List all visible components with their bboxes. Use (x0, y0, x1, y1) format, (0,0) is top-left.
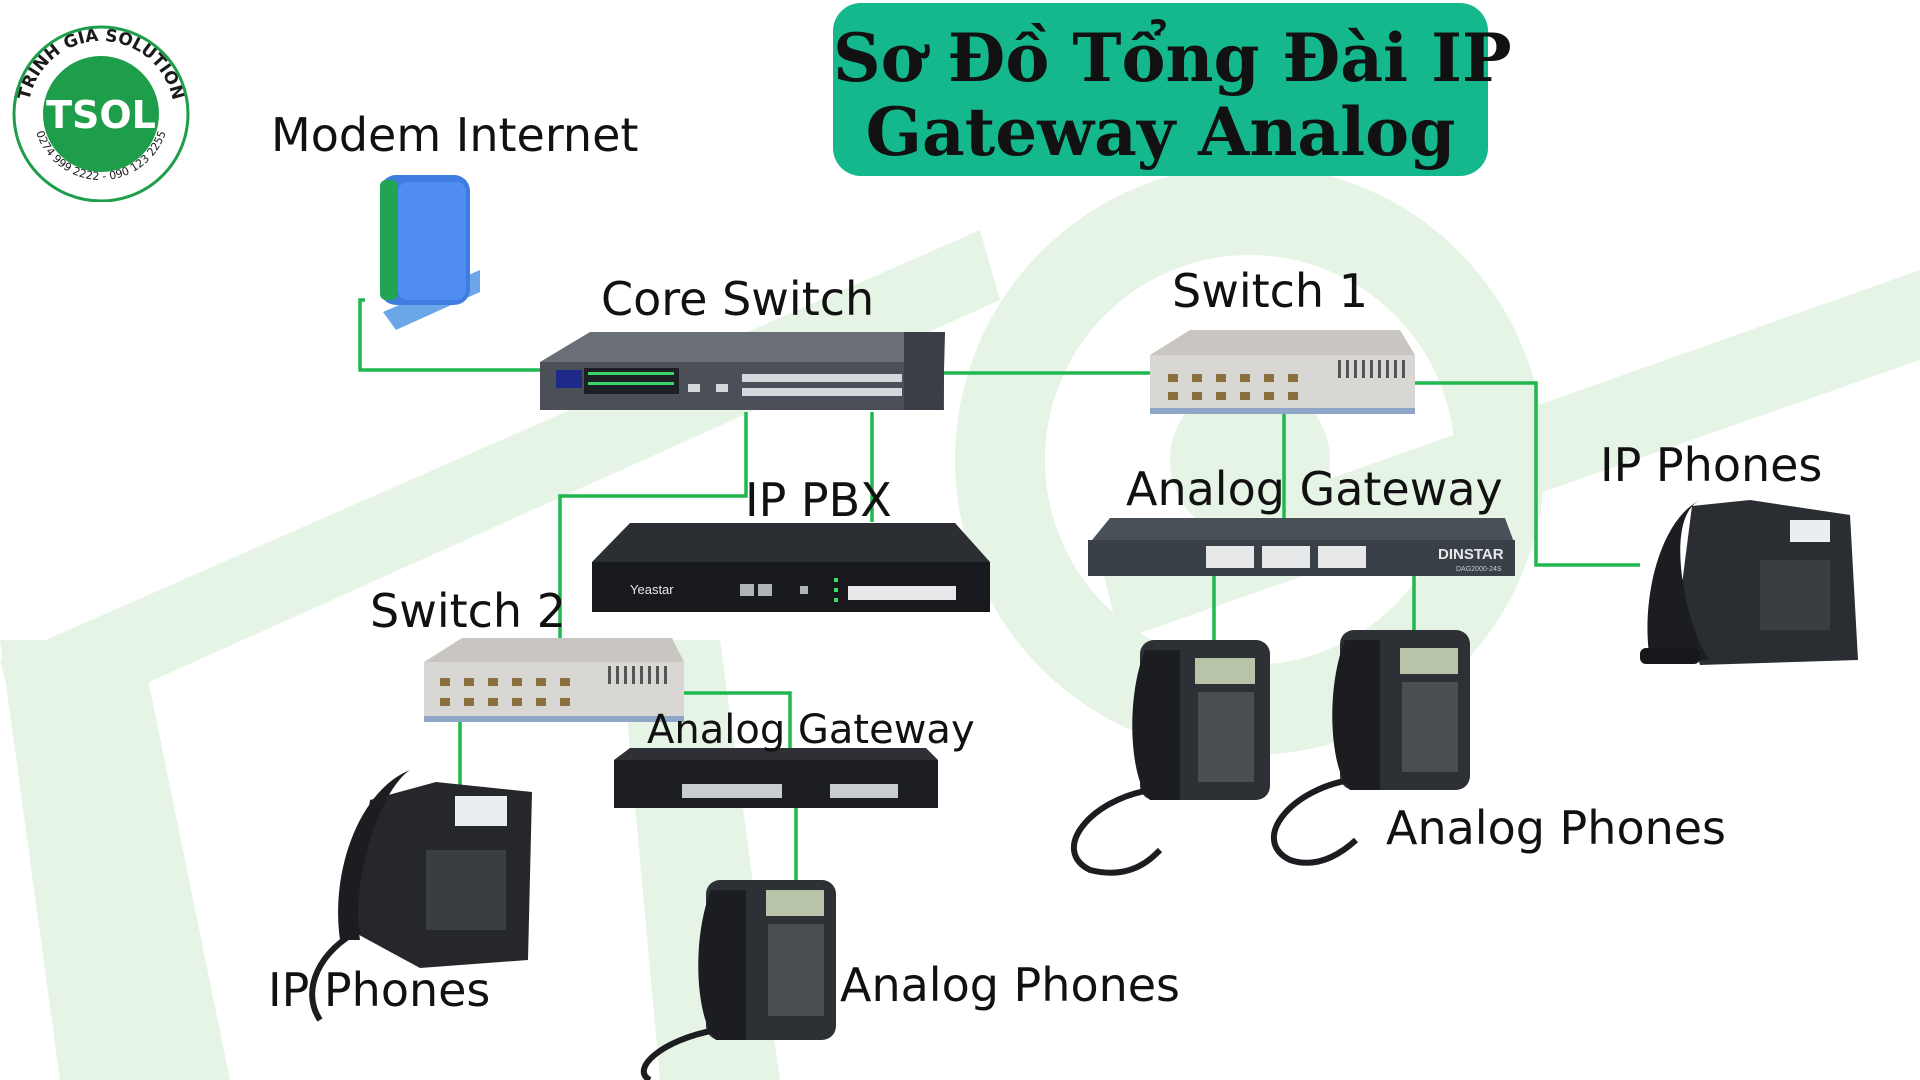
title-line-2: Gateway Analog (865, 93, 1456, 171)
links (358, 298, 1640, 882)
watermark (0, 165, 1920, 1080)
modem-device (380, 175, 480, 330)
analog-phone-right2-device (1270, 630, 1470, 866)
analog-phones-bottom-label: Analog Phones (840, 958, 1181, 1012)
switch2-device (424, 638, 684, 722)
title-banner: Sơ Đồ Tổng Đài IP Gateway Analog (833, 3, 1512, 176)
ip-phone-right-device (1640, 500, 1858, 665)
ip-pbx-device (592, 523, 990, 612)
title-line-1: Sơ Đồ Tổng Đài IP (833, 19, 1512, 97)
switch2-label: Switch 2 (370, 584, 566, 638)
logo-brand: TSOL (46, 93, 156, 137)
gateway-brand-text: DINSTAR (1438, 546, 1504, 563)
core-switch-device (540, 332, 945, 410)
ip-pbx-label: IP PBX (745, 473, 892, 527)
analog-gateway-left-label: Analog Gateway (647, 707, 975, 753)
switch1-device (1150, 330, 1415, 414)
link-core-switch2 (558, 412, 748, 640)
ip-phones-right-label: IP Phones (1600, 438, 1823, 492)
link-modem-core (358, 298, 542, 372)
modem-label: Modem Internet (271, 108, 639, 162)
analog-gateway-left-device (614, 748, 938, 808)
link-switch2-gw2 (682, 691, 792, 758)
company-logo: TRINH GIA SOLUTION 0274 999 2222 - 090 1… (6, 22, 196, 203)
analog-phone-right1-device (1070, 640, 1270, 876)
analog-gateway-right-label: Analog Gateway (1126, 462, 1503, 516)
analog-phone-bottom-device (641, 880, 836, 1080)
ip-phone-left-device (309, 770, 532, 1022)
pbx-brand-text: Yeastar (630, 582, 674, 597)
analog-phones-right-label: Analog Phones (1386, 801, 1727, 855)
core-switch-label: Core Switch (601, 272, 875, 326)
analog-gateway-right-device (1088, 518, 1515, 576)
ip-phones-left-label: IP Phones (268, 963, 491, 1017)
switch1-label: Switch 1 (1172, 264, 1368, 318)
link-switch1-ipphone (1414, 381, 1640, 567)
gateway-model-text: DAG2000-24S (1456, 566, 1502, 573)
